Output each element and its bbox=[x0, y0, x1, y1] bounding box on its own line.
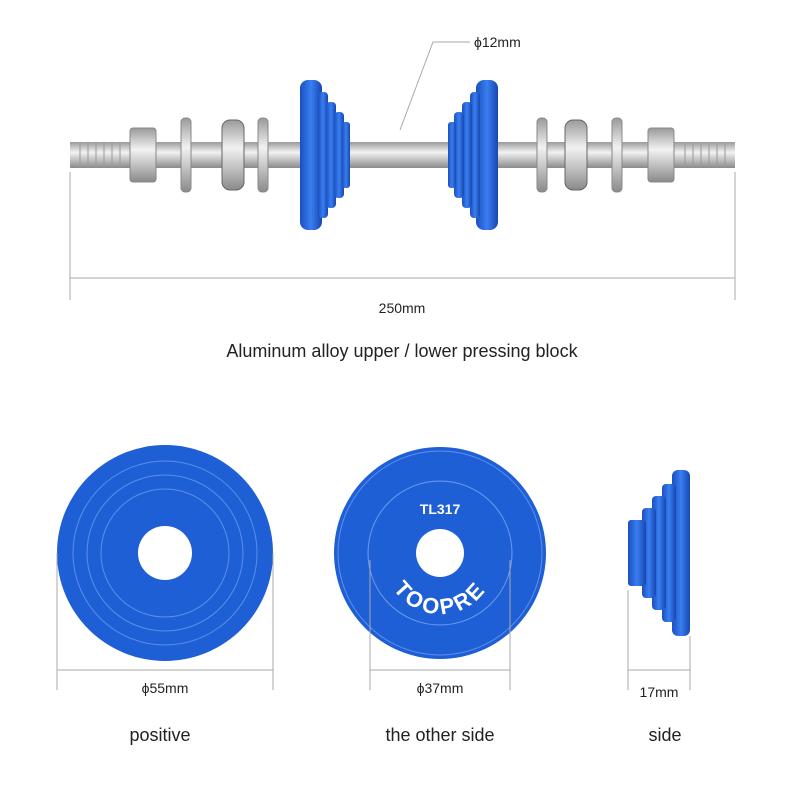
press-tool-assembly bbox=[70, 80, 735, 230]
length-label: 250mm bbox=[379, 300, 426, 316]
side-dim-label: 17mm bbox=[640, 684, 679, 700]
disc-other-side: TL317 TOOPRE bbox=[334, 447, 546, 659]
side-label: side bbox=[648, 725, 681, 745]
bearing-right bbox=[564, 119, 588, 191]
hex-nut-right bbox=[647, 127, 675, 183]
hex-nut-left bbox=[129, 127, 157, 183]
rod-diameter-leader bbox=[399, 41, 470, 131]
disc-side-view bbox=[628, 470, 690, 636]
washer bbox=[611, 117, 623, 193]
other-side-label: the other side bbox=[385, 725, 494, 745]
washer bbox=[257, 117, 269, 193]
positive-label: positive bbox=[129, 725, 190, 745]
washer bbox=[180, 117, 192, 193]
disc-positive bbox=[57, 445, 273, 661]
positive-dim-label: ϕ55mm bbox=[142, 680, 189, 696]
disc-marking: TL317 bbox=[420, 501, 461, 517]
other-dim-label: ϕ37mm bbox=[417, 680, 464, 696]
threaded-rod bbox=[70, 142, 735, 168]
rod-threads bbox=[79, 142, 726, 168]
bearing-left bbox=[221, 119, 245, 191]
pressing-block-right bbox=[448, 80, 498, 230]
pressing-block-left bbox=[300, 80, 350, 230]
rod-diameter-label: ϕ12mm bbox=[474, 34, 521, 50]
washer bbox=[536, 117, 548, 193]
caption: Aluminum alloy upper / lower pressing bl… bbox=[226, 341, 578, 361]
